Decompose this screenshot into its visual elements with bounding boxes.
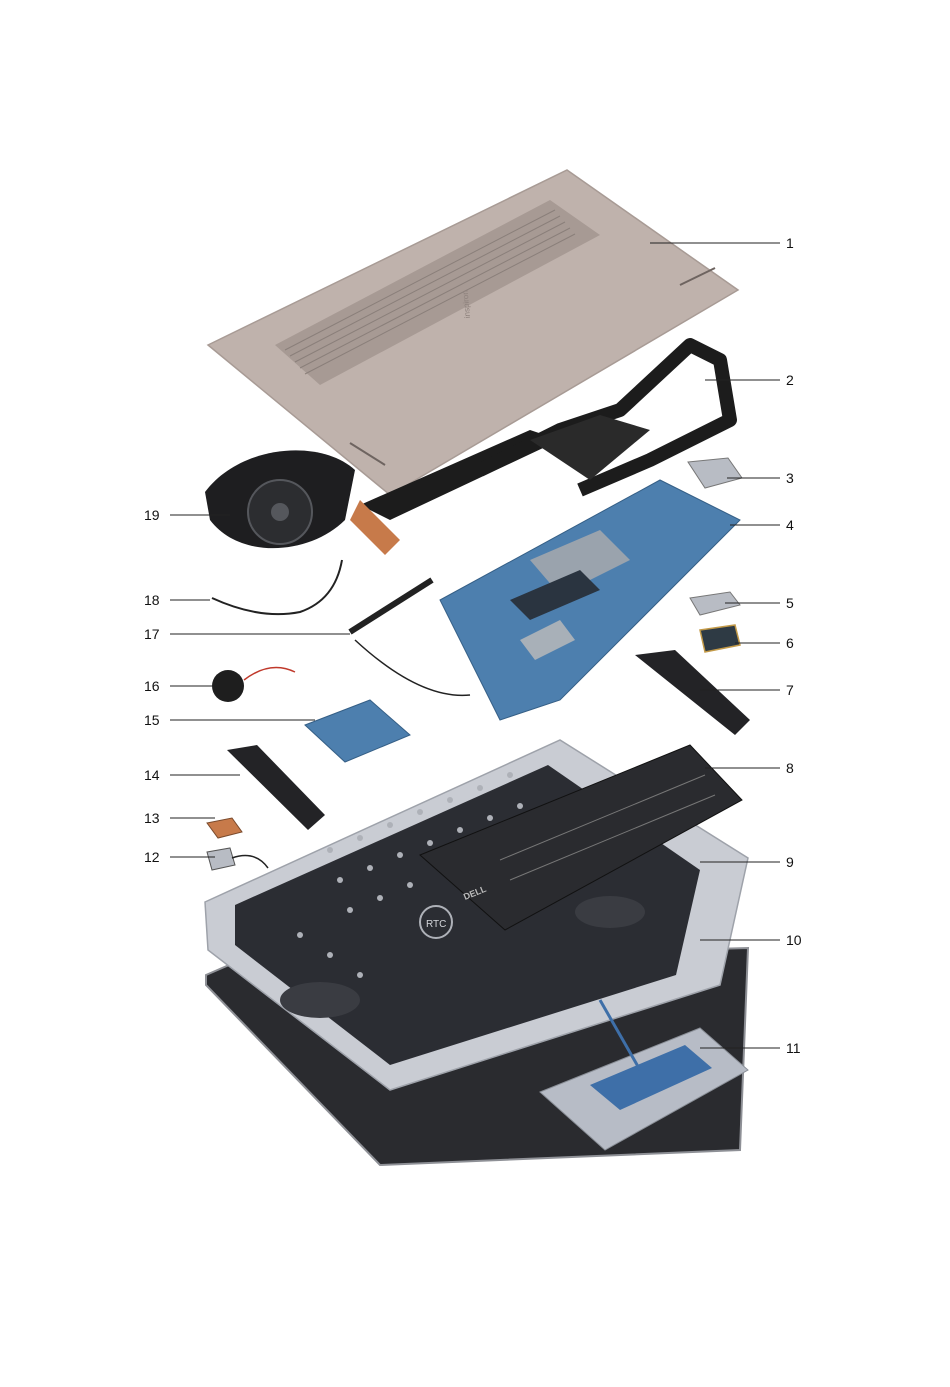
callout-7: 7 (786, 682, 794, 698)
system-fan (205, 450, 355, 548)
callout-4: 4 (786, 517, 794, 533)
callout-3: 3 (786, 470, 794, 486)
callout-2: 2 (786, 372, 794, 388)
power-button-bracket (207, 818, 242, 838)
solid-state-drive (700, 625, 740, 652)
callout-12: 12 (144, 849, 160, 865)
callout-6: 6 (786, 635, 794, 651)
callout-8: 8 (786, 760, 794, 776)
callout-19: 19 (144, 507, 160, 523)
callout-11: 11 (786, 1040, 801, 1056)
callout-10: 10 (786, 932, 802, 948)
callout-15: 15 (144, 712, 160, 728)
base-cover: inspiron (208, 170, 738, 495)
coin-cell-battery (212, 668, 295, 703)
callout-18: 18 (144, 592, 160, 608)
right-speaker (635, 650, 750, 735)
left-speaker (227, 745, 325, 830)
usb-type-c-bracket (688, 458, 742, 488)
callout-16: 16 (144, 678, 160, 694)
callout-9: 9 (786, 854, 794, 870)
callout-5: 5 (786, 595, 794, 611)
callout-1: 1 (786, 235, 794, 251)
fan-cable (212, 560, 342, 614)
callout-14: 14 (144, 767, 160, 783)
callout-13: 13 (144, 810, 160, 826)
callout-17: 17 (144, 626, 160, 642)
speaker-grille-left (280, 982, 360, 1018)
power-button (207, 848, 268, 870)
speaker-grille-right (575, 896, 645, 928)
io-board (305, 700, 410, 762)
rtc-label: RTC (426, 919, 446, 930)
